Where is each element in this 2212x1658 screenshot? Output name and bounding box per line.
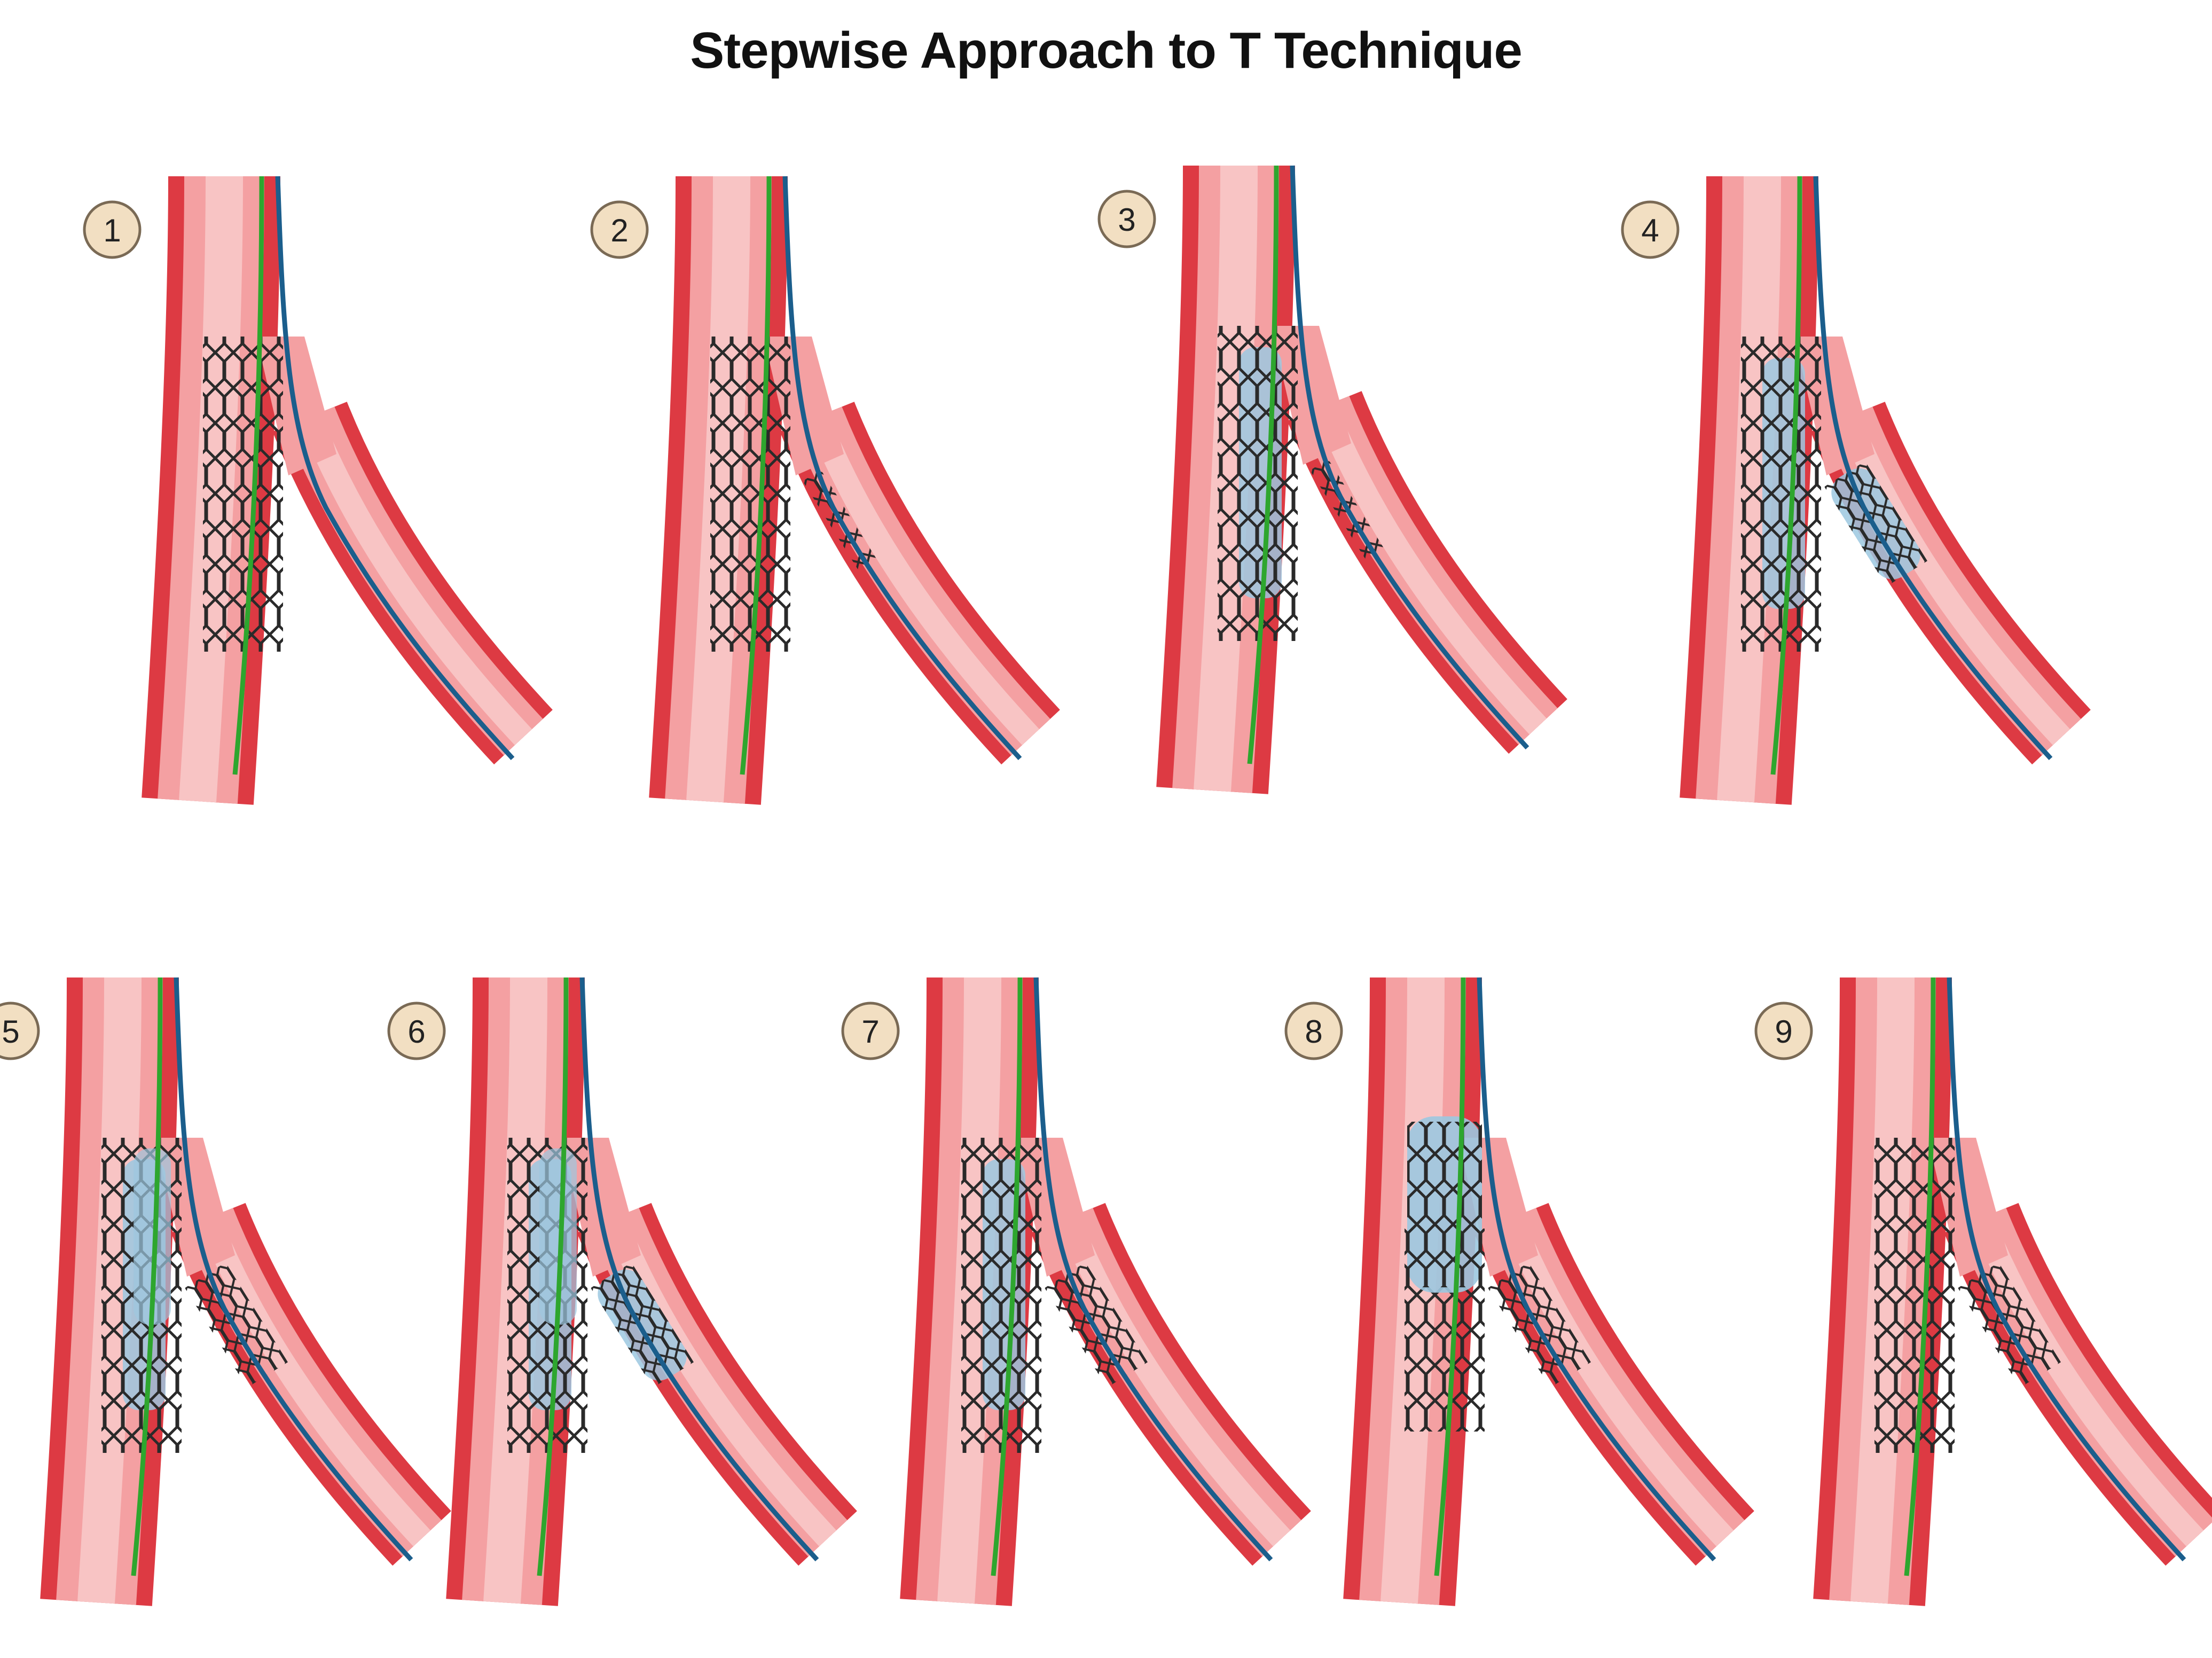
main-branch-stent xyxy=(1874,1138,1955,1453)
side-guidewire xyxy=(579,977,819,1562)
step-badge xyxy=(1097,190,1156,248)
side-branch-stent-group xyxy=(1045,1262,1148,1388)
main-guidewire xyxy=(1770,176,1802,775)
step-panel-9: 9 xyxy=(1754,977,2212,1606)
side-branch-stent xyxy=(1488,1262,1591,1388)
side-branch-stent xyxy=(1045,1262,1148,1388)
step-badge xyxy=(0,1002,40,1060)
side-guidewire xyxy=(1947,977,2186,1562)
main-guidewire xyxy=(1434,977,1466,1576)
kissing-balloon xyxy=(134,1148,171,1325)
step-number: 8 xyxy=(1305,1014,1322,1050)
step-badge xyxy=(387,1002,446,1060)
step-panel-7: 7 xyxy=(841,977,1311,1606)
side-branch-vessel-layer xyxy=(1057,1213,1291,1547)
main-guidewire xyxy=(1904,977,1936,1576)
main-branch-stent xyxy=(203,337,283,652)
step-number: 4 xyxy=(1641,213,1659,248)
step-panel-5: 5 xyxy=(0,977,451,1606)
side-guidewire xyxy=(1477,977,1716,1562)
kissing-balloon xyxy=(539,1148,577,1325)
side-branch-vessel-layer xyxy=(1313,401,1547,735)
side-branch-stent xyxy=(1958,1262,2061,1388)
step-badge xyxy=(83,200,142,259)
main-guidewire xyxy=(537,977,569,1576)
step-number: 1 xyxy=(103,213,121,248)
side-guidewire xyxy=(1290,165,1529,750)
proximal-stent-segment xyxy=(1407,1122,1482,1287)
step-badge xyxy=(1284,1002,1343,1060)
side-guidewire xyxy=(782,176,1022,761)
side-branch-stent-group xyxy=(591,1262,694,1388)
main-guidewire xyxy=(991,977,1023,1576)
main-branch-stent xyxy=(1218,326,1298,641)
side-branch-stent xyxy=(1824,461,1927,586)
main-guidewire xyxy=(232,176,264,775)
side-branch-stent-group xyxy=(1488,1262,1591,1388)
figure-title: Stepwise Approach to T Technique xyxy=(690,22,1522,79)
side-branch-stent-group xyxy=(185,1262,288,1388)
step-panel-2: 2 xyxy=(590,176,1060,805)
main-branch-stent xyxy=(1741,337,1821,652)
main-guidewire xyxy=(1247,165,1279,764)
main-guidewire xyxy=(740,176,772,775)
side-branch-vessel-layer xyxy=(299,412,532,746)
step-number: 5 xyxy=(2,1014,19,1050)
step-badge xyxy=(1754,1002,1813,1060)
side-branch-stent-group xyxy=(1958,1262,2061,1388)
step-badge xyxy=(841,1002,900,1060)
side-guidewire xyxy=(1813,176,2053,761)
step-panel-8: 8 xyxy=(1284,977,1754,1606)
side-branch-stent-group xyxy=(1824,461,1927,586)
side-branch-vessel-layer xyxy=(1837,412,2070,746)
side-guidewire xyxy=(275,176,515,761)
step-number: 6 xyxy=(407,1014,425,1050)
main-branch-stent xyxy=(961,1138,1041,1453)
side-branch-vessel-layer xyxy=(1970,1213,2204,1547)
step-number: 9 xyxy=(1775,1014,1792,1050)
step-panel-1: 1 xyxy=(83,176,553,805)
step-number: 7 xyxy=(861,1014,879,1050)
side-branch-vessel-layer xyxy=(806,412,1040,746)
step-panel-6: 6 xyxy=(387,977,857,1606)
main-branch-stent xyxy=(710,337,790,652)
step-panel-3: 3 xyxy=(1097,165,1567,794)
step-number: 2 xyxy=(610,213,628,248)
side-branch-vessel-layer xyxy=(197,1213,431,1547)
side-branch-vessel-layer xyxy=(1500,1213,1734,1547)
side-branch-stent xyxy=(591,1262,694,1388)
side-branch-stent xyxy=(185,1262,288,1388)
side-branch-vessel-layer xyxy=(603,1213,837,1547)
step-badge xyxy=(590,200,649,259)
step-panel-4: 4 xyxy=(1621,176,2091,805)
step-badge xyxy=(1621,200,1680,259)
step-panels: 1 2 3 4 5 6 7 8 9 xyxy=(0,165,2212,1606)
step-number: 3 xyxy=(1118,202,1135,238)
side-guidewire xyxy=(1033,977,1273,1562)
main-guidewire xyxy=(131,977,163,1576)
side-guidewire xyxy=(174,977,413,1562)
